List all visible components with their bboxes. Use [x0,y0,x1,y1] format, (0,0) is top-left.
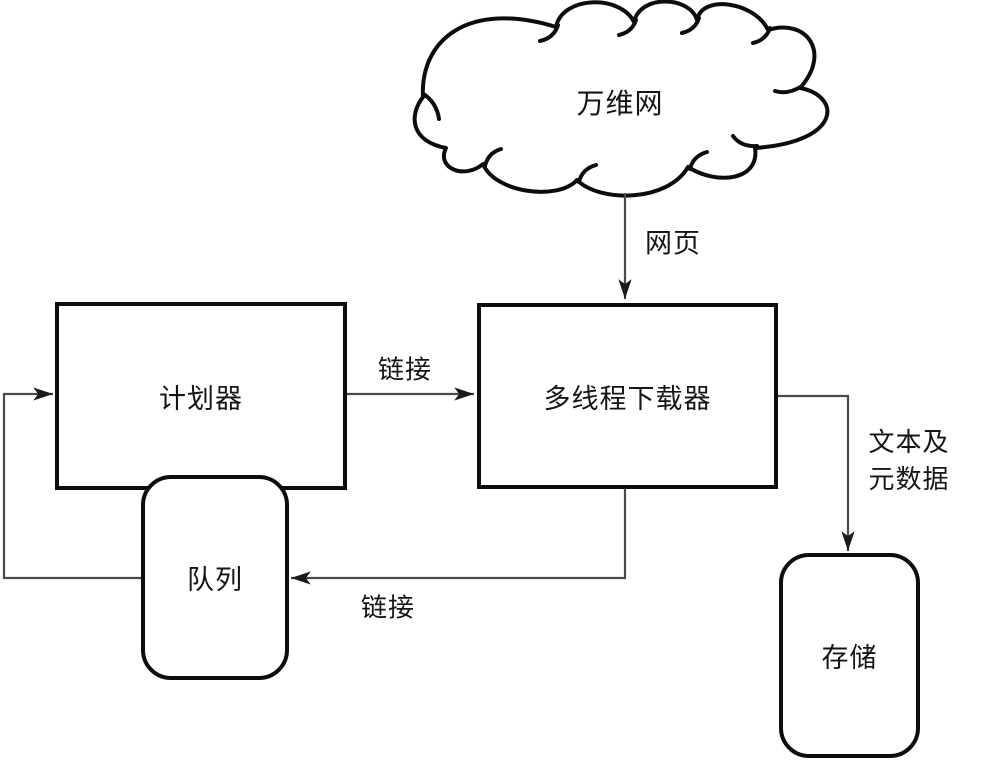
node-storage: 存储 [779,553,920,758]
node-downloader: 多线程下载器 [477,303,778,489]
edge-label-links-bottom: 链接 [360,592,416,623]
cloud-hook-marks [423,16,804,184]
edge-label-text-metadata-line2: 元数据 [868,464,950,494]
edge-downloader-to-storage [775,394,855,551]
node-queue: 队列 [141,475,289,680]
edge-downloader-to-queue [291,488,627,585]
node-storage-label: 存储 [821,643,878,673]
node-downloader-label: 多线程下载器 [543,383,712,414]
node-web-label: 万维网 [576,88,664,119]
cloud-shape [412,0,830,198]
node-scheduler-label: 计划器 [159,383,243,414]
edge-label-text-metadata-line1: 文本及 [868,427,950,457]
edge-label-text-metadata: 文本及 元数据 [869,424,950,498]
edge-label-links-top: 链接 [377,354,433,385]
edge-queue-to-scheduler [2,387,143,580]
node-queue-label: 队列 [187,565,243,595]
node-scheduler: 计划器 [55,302,347,490]
edge-label-webpage: 网页 [645,228,701,259]
